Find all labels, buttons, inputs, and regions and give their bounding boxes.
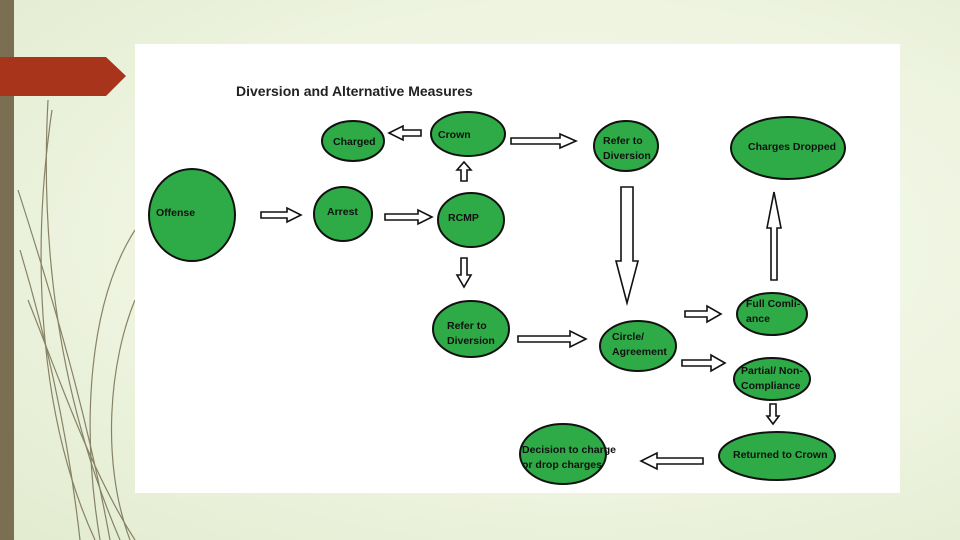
node-partial — [733, 357, 811, 401]
flow-arrow — [765, 403, 781, 426]
node-offense — [148, 168, 236, 262]
arrows-layer — [260, 124, 782, 471]
node-crown-label: Crown — [438, 128, 471, 143]
left-accent-bar — [0, 0, 14, 540]
node-label-line: Charges Dropped — [748, 141, 837, 153]
node-refer-top — [593, 120, 659, 172]
node-label-line: Offense — [156, 207, 196, 219]
node-rcmp-label: RCMP — [448, 211, 479, 226]
slide-arrow-marker — [0, 57, 126, 96]
node-label-line: Refer to — [447, 320, 487, 332]
flow-arrow — [387, 124, 422, 142]
node-label-line: or drop charges — [522, 459, 602, 471]
node-label-line: Returned to Crown — [733, 449, 828, 461]
node-rcmp — [437, 192, 505, 248]
node-charges-dropped-label: Charges Dropped — [748, 140, 836, 155]
node-refer-top-label: Refer to Diversion — [603, 134, 651, 164]
flow-arrow — [766, 191, 782, 281]
diagram-title: Diversion and Alternative Measures — [236, 83, 473, 99]
node-refer-bottom-label: Refer to Diversion — [447, 319, 495, 349]
node-label-line: Agreement — [612, 346, 667, 358]
node-label-line: Full Comli- — [746, 298, 801, 310]
flow-arrow — [681, 353, 727, 373]
flow-arrow — [639, 451, 704, 471]
flow-diagram — [148, 111, 846, 485]
node-decision-label: Decision to charge or drop charges — [522, 443, 616, 473]
node-label-line: Diversion — [603, 150, 651, 162]
node-charged-label: Charged — [333, 135, 376, 150]
node-refer-bottom — [432, 300, 510, 358]
flow-arrow — [455, 257, 473, 289]
node-circle — [599, 320, 677, 372]
node-offense-label: Offense — [156, 206, 195, 221]
flow-arrow — [684, 304, 723, 324]
node-charged — [321, 120, 385, 162]
node-label-line: Refer to — [603, 135, 643, 147]
diagram-panel: Diversion and Alternative Measures Offen… — [135, 44, 900, 493]
node-charges-dropped — [730, 116, 846, 180]
flow-arrow — [384, 208, 434, 226]
flow-arrow — [455, 160, 473, 182]
node-label-line: Circle/ — [612, 331, 645, 343]
node-label-line: Charged — [333, 136, 376, 148]
node-arrest — [313, 186, 373, 242]
node-full-label: Full Comli-ance — [746, 297, 800, 327]
flow-arrow — [260, 206, 303, 224]
node-partial-label: Partial/ Non- Compliance — [741, 364, 803, 394]
flow-arrow — [614, 186, 640, 307]
node-decision — [519, 423, 607, 485]
node-returned — [718, 431, 836, 481]
node-crown — [430, 111, 506, 157]
node-label-line: Decision to charge — [522, 444, 616, 456]
node-label-line: RCMP — [448, 212, 479, 224]
flow-arrow — [517, 329, 588, 349]
node-label-line: Crown — [438, 129, 471, 141]
node-label-line: Diversion — [447, 335, 495, 347]
node-arrest-label: Arrest — [327, 205, 358, 220]
node-label-line: Arrest — [327, 206, 358, 218]
flow-arrow — [510, 132, 578, 150]
node-label-line: ance — [746, 313, 770, 325]
node-label-line: Partial/ Non- — [741, 365, 803, 377]
node-circle-label: Circle/Agreement — [612, 330, 667, 360]
node-label-line: Compliance — [741, 380, 801, 392]
node-returned-label: Returned to Crown — [733, 448, 828, 463]
node-full — [736, 292, 808, 336]
